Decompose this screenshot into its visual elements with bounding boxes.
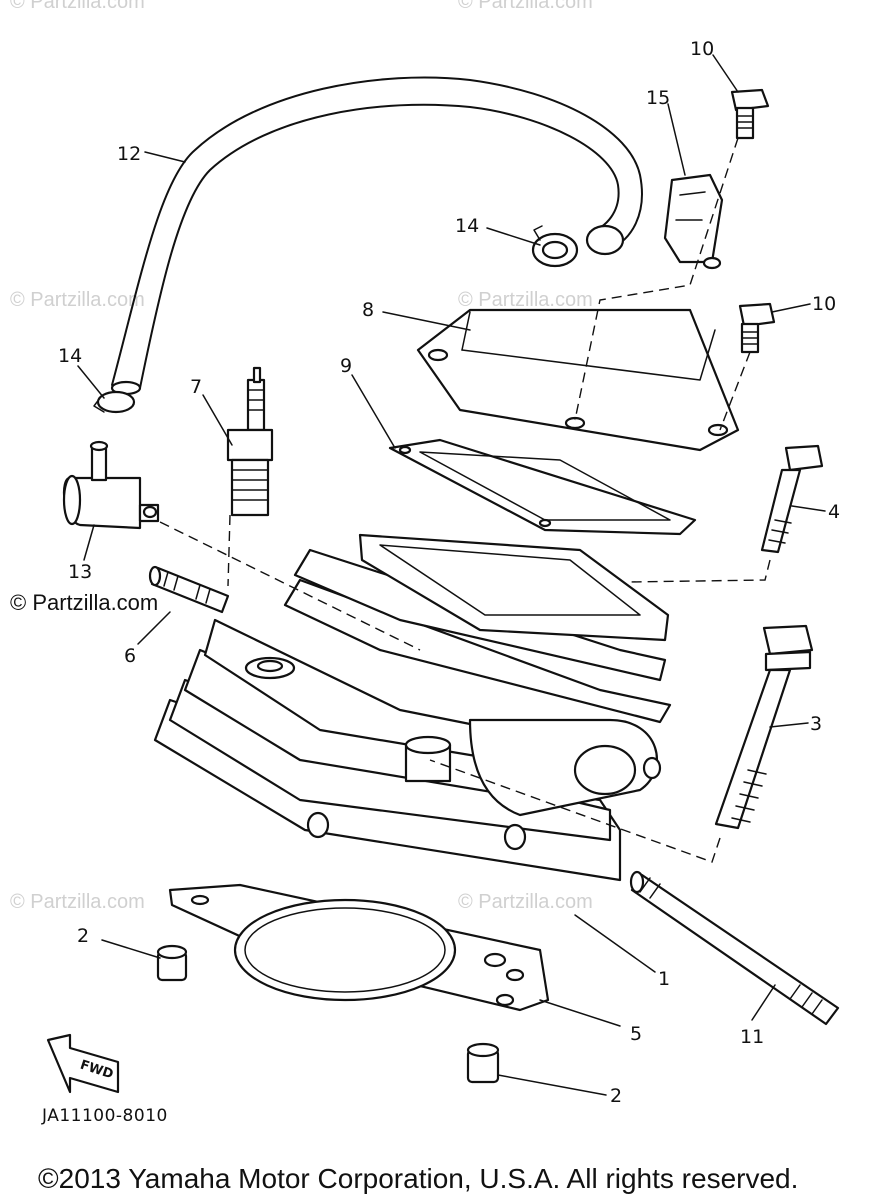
watermark-low-left: © Partzilla.com (10, 891, 145, 913)
bolt-4 (760, 444, 824, 554)
callout-10-right: 10 (812, 293, 836, 315)
callout-13: 13 (68, 561, 92, 583)
hose-clamp-lower (93, 390, 136, 414)
callout-11: 11 (740, 1026, 764, 1048)
fwd-arrow-icon: FWD (46, 1033, 120, 1094)
callout-10-upper: 10 (690, 38, 714, 60)
head-gasket-5 (168, 883, 550, 1012)
cover-gasket-9 (388, 438, 697, 536)
callout-8: 8 (362, 299, 374, 321)
callout-4: 4 (828, 501, 840, 523)
watermark-mid-left: © Partzilla.com (10, 289, 145, 311)
watermark-main: © Partzilla.com (10, 590, 158, 615)
watermark-mid-right: © Partzilla.com (458, 289, 593, 311)
callout-14-upper: 14 (455, 215, 479, 237)
bolt-3 (714, 624, 814, 830)
long-stud-11 (629, 870, 840, 1026)
cylinder-head-1 (153, 533, 672, 882)
fitting-13 (62, 440, 160, 530)
callout-14-lower: 14 (58, 345, 82, 367)
bolt-10-upper (730, 88, 770, 140)
callout-3: 3 (810, 713, 822, 735)
callout-5: 5 (630, 1023, 642, 1045)
callout-9: 9 (340, 355, 352, 377)
callout-6: 6 (124, 645, 136, 667)
watermark-top-right: © Partzilla.com (458, 0, 593, 13)
copyright-notice: ©2013 Yamaha Motor Corporation, U.S.A. A… (38, 1163, 798, 1194)
assembly-lines (159, 137, 771, 863)
watermark-top-left: © Partzilla.com (10, 0, 145, 13)
callout-12: 12 (117, 143, 141, 165)
callout-1: 1 (658, 968, 670, 990)
callout-15: 15 (646, 87, 670, 109)
dowel-pin-2-left (156, 944, 188, 982)
dowel-pin-2-right (466, 1042, 500, 1084)
spark-plug-7 (226, 366, 274, 517)
hose-part (110, 76, 643, 396)
hose-clamp-upper (531, 224, 625, 268)
callout-7: 7 (190, 376, 202, 398)
bolt-10-right (738, 302, 776, 354)
callout-2-right: 2 (610, 1085, 622, 1107)
watermark-low-right: © Partzilla.com (458, 891, 593, 913)
diagram-code: JA11100-8010 (41, 1106, 168, 1126)
callout-2-left: 2 (77, 925, 89, 947)
head-cover-8 (416, 308, 740, 452)
breather-cover-15 (663, 173, 724, 270)
stud-6 (148, 565, 230, 614)
leader-lines (77, 54, 826, 1096)
